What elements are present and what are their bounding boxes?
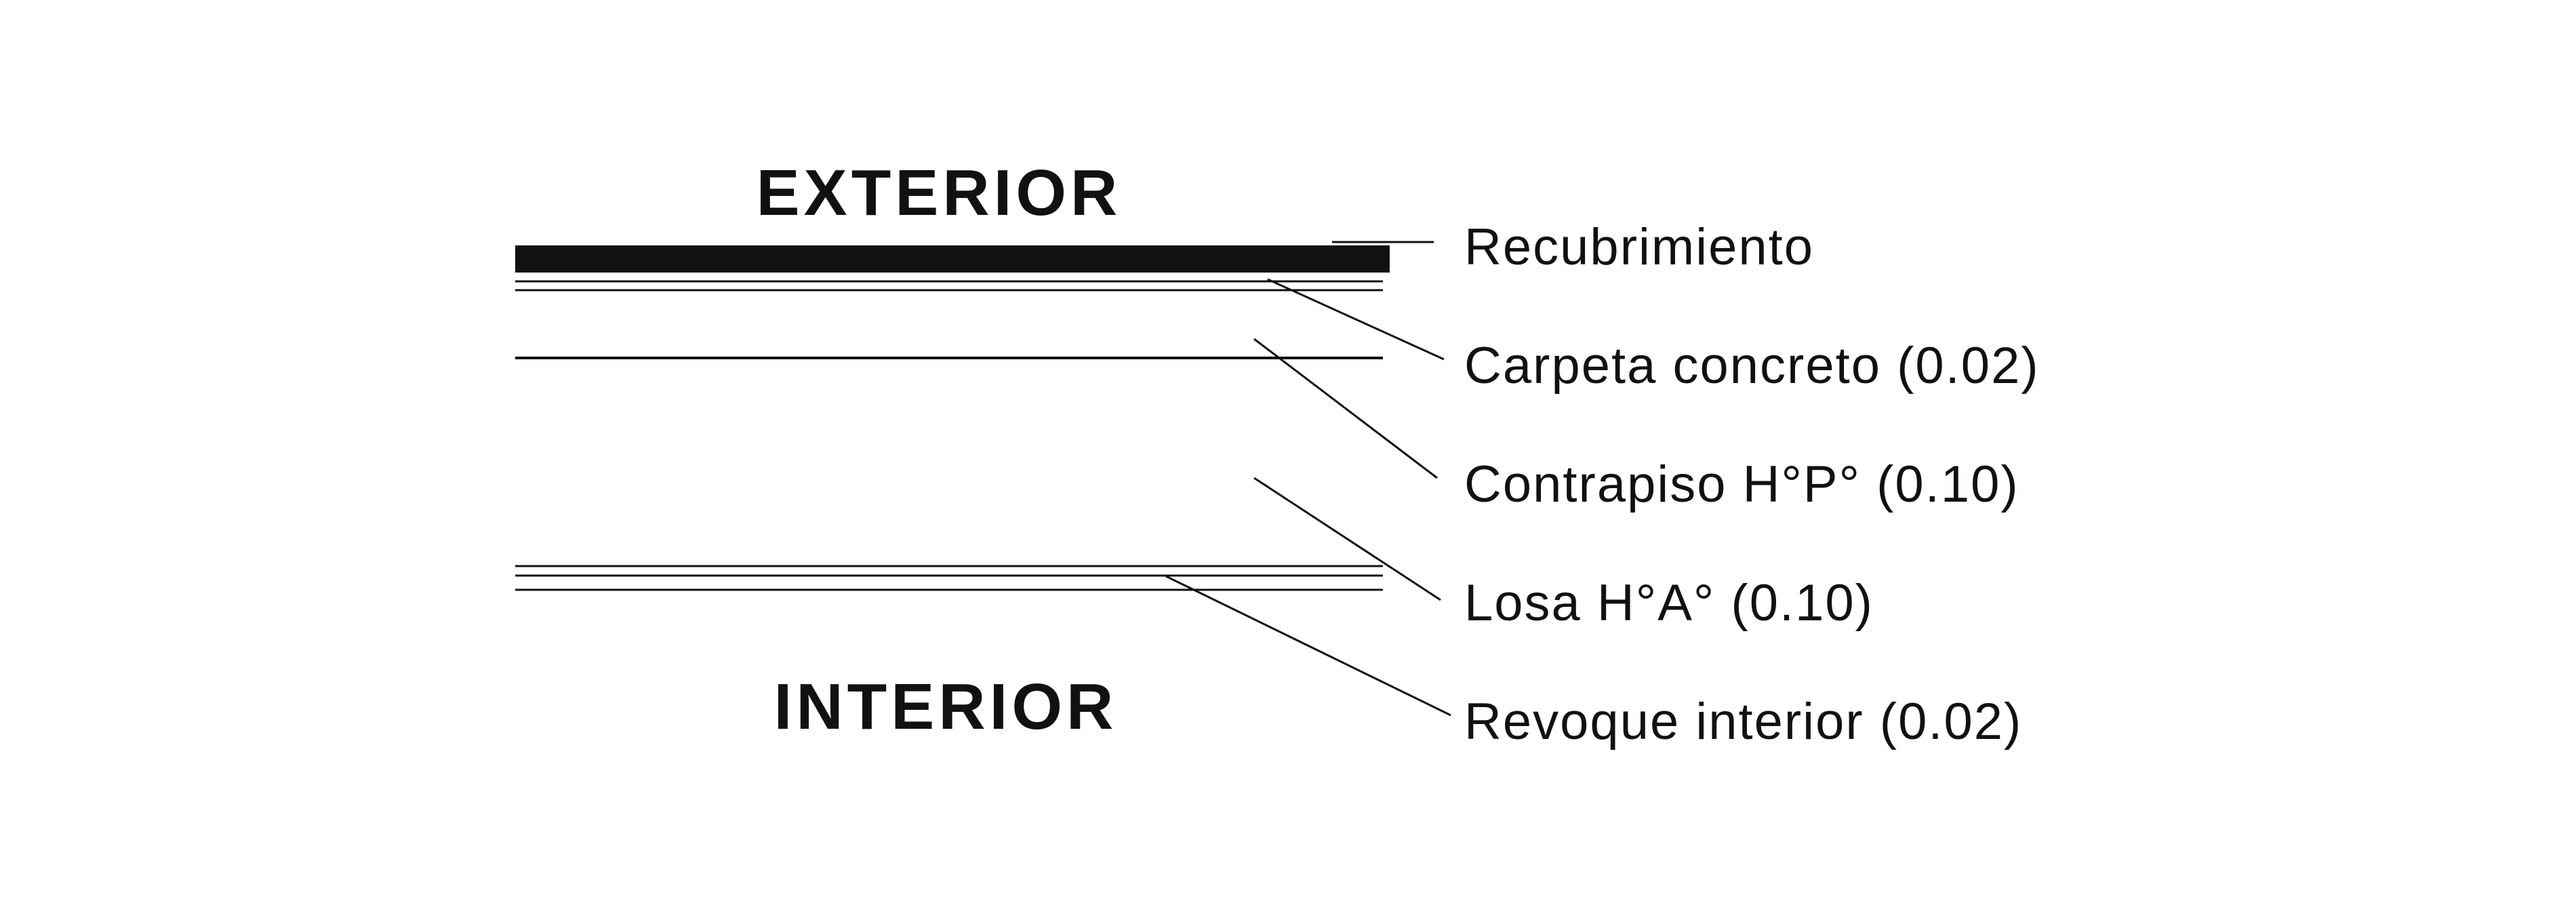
leader-lines <box>1165 241 1451 717</box>
label-contrapiso: Contrapiso H°P° (0.10) <box>1464 456 2019 513</box>
label-revoque: Revoque interior (0.02) <box>1464 693 2022 750</box>
section-layers <box>515 245 1390 591</box>
label-losa: Losa H°A° (0.10) <box>1464 574 1874 632</box>
label-recubrimiento: Recubrimiento <box>1464 218 1814 276</box>
leader-contrapiso <box>1253 338 1438 479</box>
leader-carpeta <box>1267 278 1445 361</box>
leader-revoque <box>1165 575 1451 717</box>
interior-label: INTERIOR <box>774 670 1118 743</box>
leader-losa <box>1253 477 1441 601</box>
recubrimiento-layer <box>515 245 1390 273</box>
exterior-label: EXTERIOR <box>757 157 1122 229</box>
label-carpeta: Carpeta concreto (0.02) <box>1464 337 2040 395</box>
